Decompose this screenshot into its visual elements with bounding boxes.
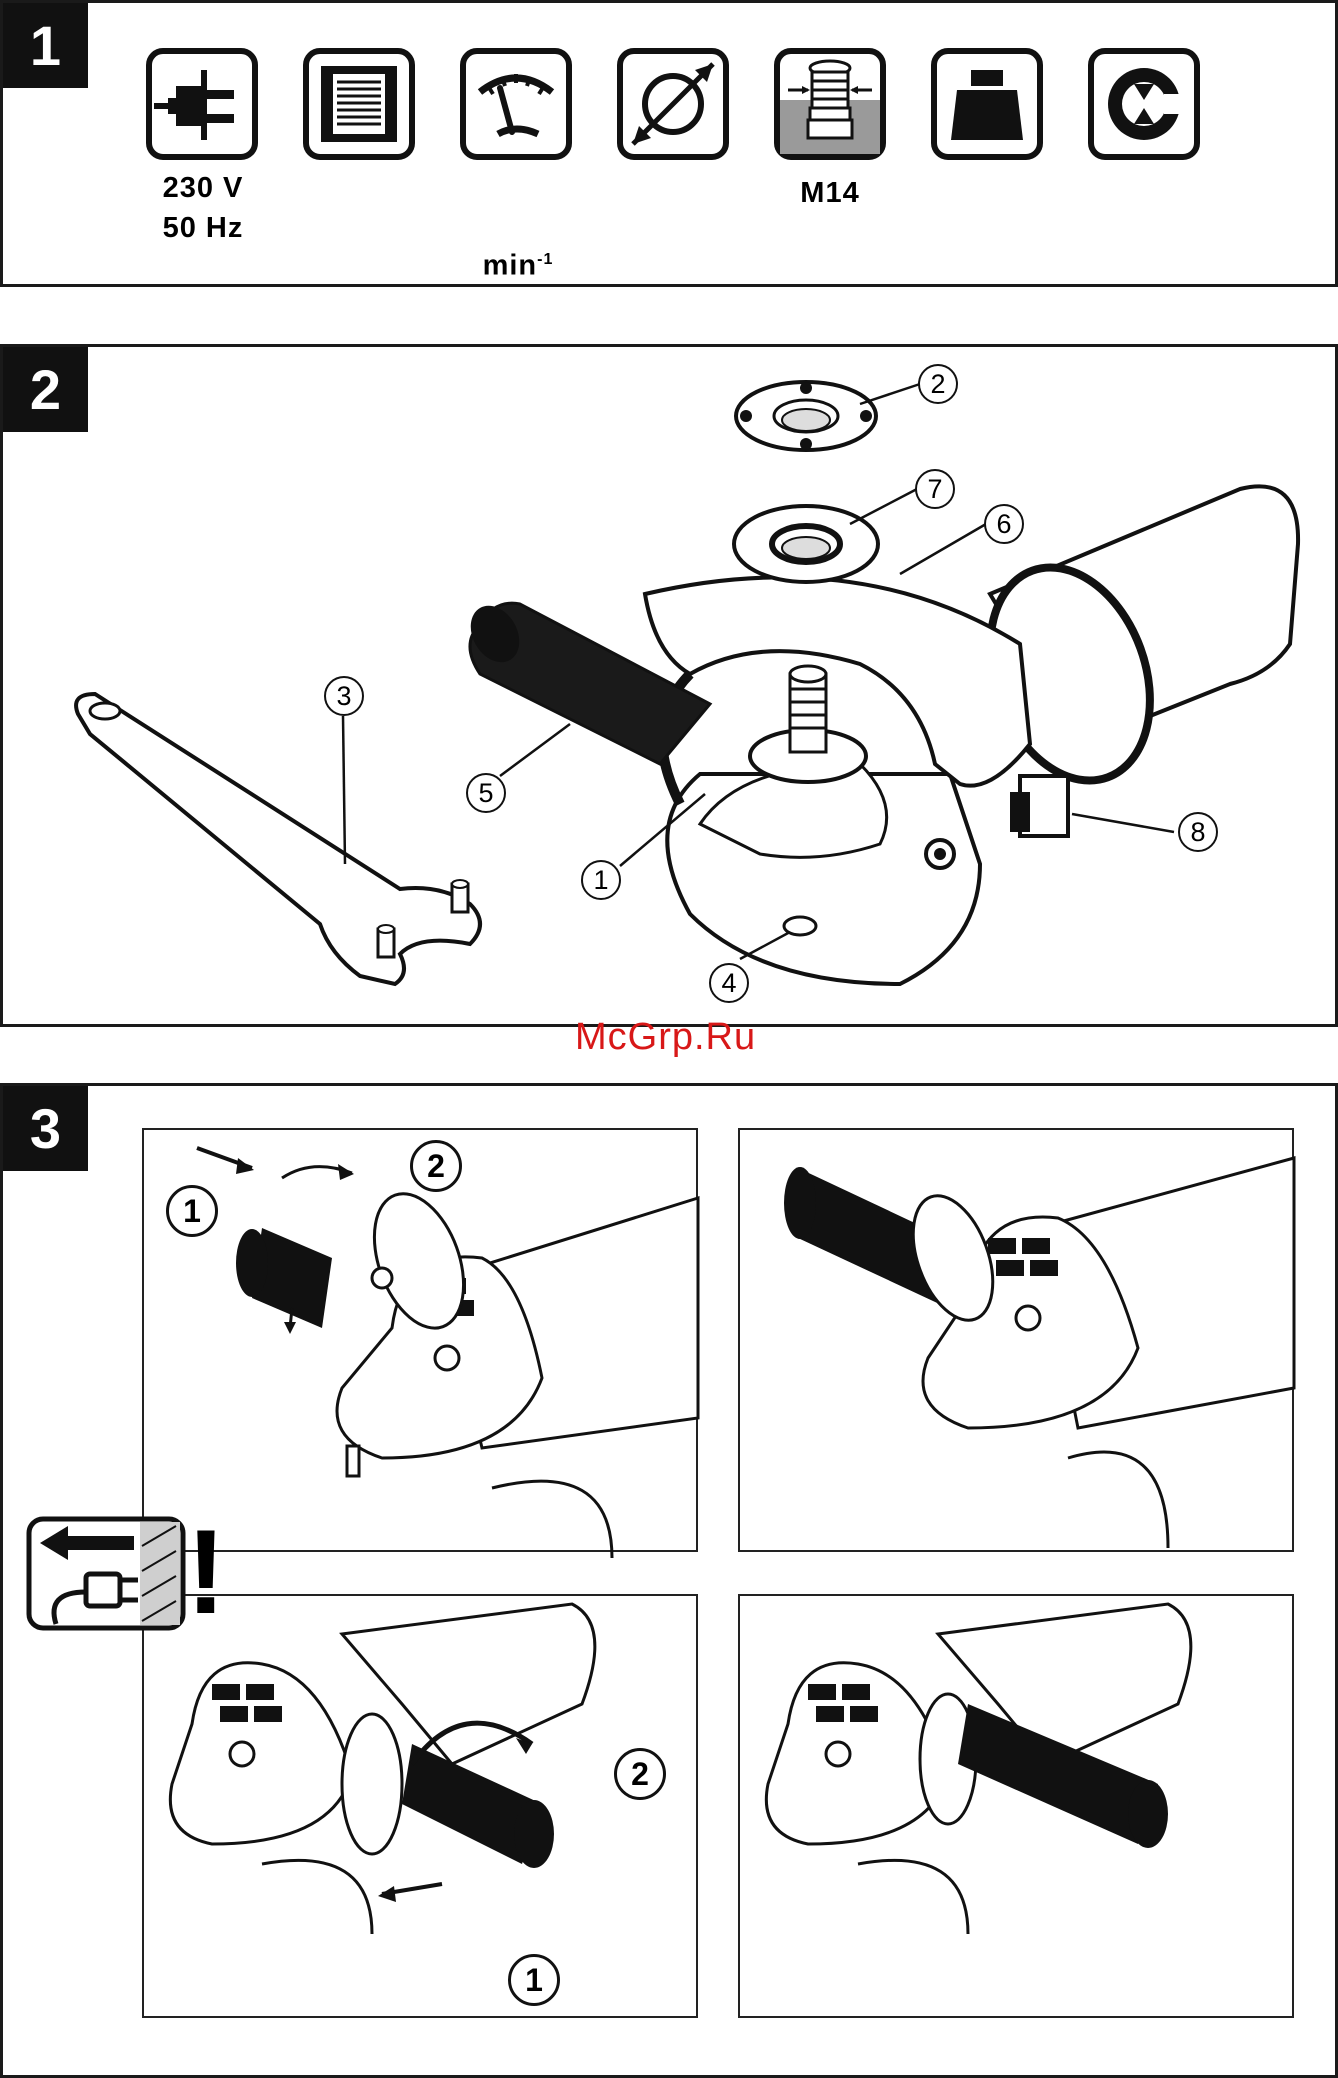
warning-exclamation: ! [186, 1512, 226, 1632]
speed-exponent: -1 [537, 251, 553, 268]
spindle-thread-icon [774, 48, 886, 160]
callout-7: 7 [915, 469, 955, 509]
speed-unit: min [483, 250, 538, 282]
rated-power-icon [303, 48, 415, 160]
voltage-label: 230 V [143, 171, 263, 205]
frequency-label: 50 Hz [143, 211, 263, 245]
grinder-left-fitted-drawing [738, 1128, 1294, 1552]
callout-4: 4 [709, 963, 749, 1003]
angle-grinder-exploded-drawing [0, 344, 1338, 1027]
speed-gauge-icon [460, 48, 572, 160]
step-2-marker: 2 [614, 1748, 666, 1800]
grinder-fit-left-drawing [142, 1128, 698, 1552]
disc-diameter-icon [617, 48, 729, 160]
callout-6: 6 [984, 504, 1024, 544]
step-1-marker: 1 [166, 1185, 218, 1237]
speed-unit-label: min-1 [468, 243, 568, 283]
callout-5: 5 [466, 773, 506, 813]
step-1-marker: 1 [508, 1954, 560, 2006]
callout-3: 3 [324, 676, 364, 716]
callout-8: 8 [1178, 812, 1218, 852]
protection-class-icon [1088, 48, 1200, 160]
callout-1: 1 [581, 860, 621, 900]
grinder-fit-right-drawing [142, 1594, 698, 2018]
callout-2: 2 [918, 364, 958, 404]
weight-icon [931, 48, 1043, 160]
panel-number: 1 [3, 3, 88, 88]
watermark: McGrp.Ru [575, 1016, 756, 1059]
panel-number: 3 [3, 1086, 88, 1171]
unplug-warning-icon [26, 1516, 186, 1631]
panel-specs: 1 [0, 0, 1338, 287]
plug-icon [146, 48, 258, 160]
spindle-thread-label: M14 [780, 176, 880, 210]
grinder-right-fitted-drawing [738, 1594, 1294, 2018]
step-2-marker: 2 [410, 1140, 462, 1192]
